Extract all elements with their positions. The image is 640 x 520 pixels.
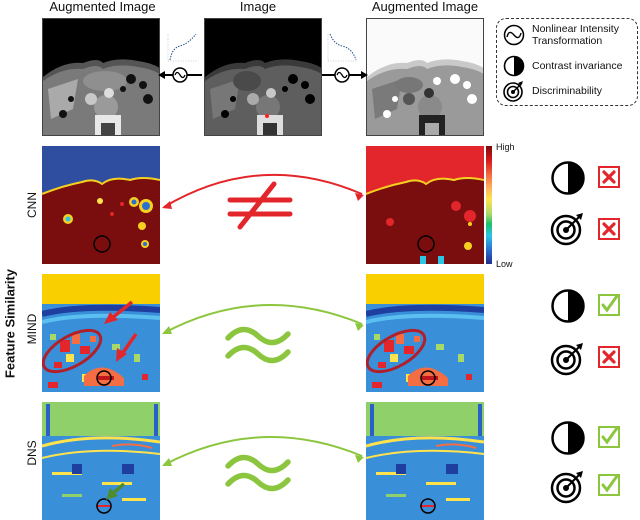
contrast-invariance-icon [551,161,585,195]
roi-circle [417,235,435,253]
dns-heatmap-left [42,402,160,520]
mind-contrast-check-badge [598,294,620,316]
roi-circle [420,370,436,386]
seed-point-marker [265,114,269,118]
legend-label-discriminability: Discriminability [532,85,603,97]
mind-feature-map-left [42,274,160,392]
highlight-ellipse [366,328,427,374]
dns-contrast-row [550,420,586,461]
dns-feature-map-right [366,402,484,520]
decreasing-curve-plot [329,33,357,61]
check-icon [601,476,618,493]
colorbar-low-label: Low [496,259,513,269]
roi-circle [96,370,112,386]
contrast-invariance-icon [503,55,525,77]
ct-scan-original [205,19,321,135]
contrast-invariance-icon [551,421,585,455]
roi-circle [420,498,436,514]
mind-comparison-arrow [162,304,364,364]
mind-contrast-row [550,288,586,329]
roi-circle [96,498,112,514]
discriminability-target-icon [550,343,583,376]
cnn-heatmap-right [366,146,484,264]
mind-highlight-arrows [104,300,138,362]
cnn-feature-map-right [366,146,484,264]
highlight-ellipse [42,328,103,374]
approx-equal-icon [225,326,291,364]
row-label-dns: DNS [25,440,39,466]
cnn-comparison-arrow [162,173,364,230]
mind-discriminability-cross-badge [598,346,620,368]
dns-heatmap-right [366,402,484,520]
header-image: Image [239,0,277,14]
dns-highlight-arrow [106,488,118,500]
legend-label-nonlinear-line1: Nonlinear Intensity [532,23,619,35]
legend-label-nonlinear-line2: Transformation [532,35,603,47]
ct-scan-dark-augmented [43,19,159,135]
augmented-ct-image-left [42,18,160,136]
dns-discriminability-check-badge [598,474,620,496]
discriminability-target-icon [550,213,583,246]
colorbar-high-label: High [496,142,515,152]
nonlinear-intensity-icon [503,24,525,46]
cnn-feature-map-left [42,146,160,264]
cnn-contrast-cross-badge [598,166,620,188]
cnn-discriminability-row [550,210,586,251]
original-ct-image [204,18,322,136]
mind-heatmap-left [42,274,160,392]
discriminability-target-icon [550,471,583,504]
check-icon [601,296,618,313]
ct-scan-bright-augmented [367,19,483,135]
legend-item-nonlinear: Nonlinear Intensity Transformation [503,23,619,47]
dns-comparison-arrow [162,436,364,492]
not-equal-icon [227,181,293,230]
row-label-mind: MIND [25,313,39,345]
legend-label-contrast: Contrast invariance [532,60,623,72]
cnn-contrast-row [550,160,586,201]
cnn-heatmap-left [42,146,160,264]
cross-icon [602,170,616,184]
header-augmented-right: Augmented Image [371,0,479,14]
roi-circle [93,235,111,253]
increasing-curve-plot [169,33,197,61]
mind-discriminability-row [550,340,586,381]
contrast-invariance-icon [551,289,585,323]
cross-icon [602,350,616,364]
cnn-discriminability-cross-badge [598,218,620,240]
transform-arrow-right [322,33,368,83]
check-icon [601,428,618,445]
dns-contrast-check-badge [598,426,620,448]
mind-heatmap-right [366,274,484,392]
mind-feature-map-right [366,274,484,392]
legend-item-contrast: Contrast invariance [503,54,622,78]
dns-feature-map-left [42,402,160,520]
row-label-cnn: CNN [25,192,39,218]
header-augmented-left: Augmented Image [49,0,156,14]
feature-similarity-axis-label: Feature Similarity [2,268,18,379]
transform-arrow-left [158,33,202,83]
augmented-ct-image-right [366,18,484,136]
legend-item-discriminability: Discriminability [503,79,602,103]
approx-equal-icon [225,454,291,492]
colorbar [486,146,492,264]
cross-icon [602,222,616,236]
discriminability-target-icon [503,81,523,102]
dns-discriminability-row [550,468,586,509]
legend-box: Nonlinear Intensity Transformation Contr… [496,18,638,106]
